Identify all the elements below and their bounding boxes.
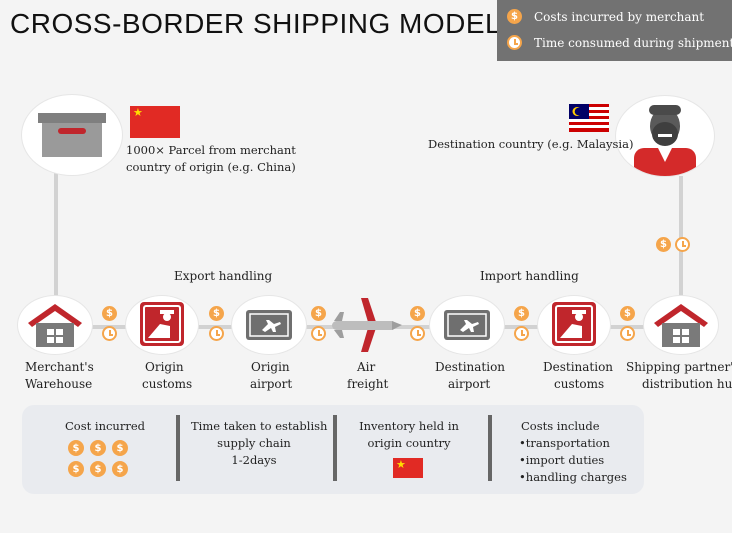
origin-airport-node [232,296,306,354]
node-label-line2: freight [347,377,389,391]
dollar-coin-icon: $ [620,306,635,321]
node-label-line2: customs [554,377,605,391]
summary-divider [333,415,337,481]
clock-icon [514,326,529,341]
node-label-line2: customs [142,377,193,391]
costs-include-item: •transportation [519,436,610,450]
airport-ticket-icon [246,310,292,340]
clock-icon [311,326,326,341]
origin-connector-line [54,160,58,300]
page-title: CROSS-BORDER SHIPPING MODEL [10,8,502,39]
dollar-coin-icon: $ [514,306,529,321]
node-label-line2: airport [448,377,491,391]
clock-icon [675,237,690,252]
node-label-line2: Warehouse [25,377,93,391]
person-circle [616,96,714,176]
legend-cost-label: Costs incurred by merchant [534,9,705,24]
cost-coins-grid: $ $ $ $ $ $ [68,440,134,477]
legend-cost-row: $ Costs incurred by merchant [507,9,704,24]
cost-incurred-label: Cost incurred [65,419,145,433]
costs-include-item: •handling charges [519,470,627,484]
china-flag-icon [393,458,423,478]
costs-include-label: Costs include [521,419,600,433]
destination-airport-node [430,296,504,354]
dollar-coin-icon: $ [102,306,117,321]
node-label-line2: distribution hub [642,377,732,391]
inventory-line2: origin country [367,436,451,450]
time-taken-line3: 1-2days [231,453,277,467]
dollar-coin-icon: $ [90,461,106,477]
node-label-line1: Shipping partner's [626,360,732,374]
origin-text-line1: 1000× Parcel from merchant [126,143,296,157]
inventory-line1: Inventory held in [359,419,459,433]
origin-text-line2: country of origin (e.g. China) [126,160,296,174]
dollar-coin-icon: $ [507,9,522,24]
legend: $ Costs incurred by merchant Time consum… [497,0,732,61]
warehouse-icon [654,304,708,347]
dollar-coin-icon: $ [68,461,84,477]
destination-customs-node [538,296,610,354]
legend-time-label: Time consumed during shipment [534,35,732,50]
dollar-coin-icon: $ [112,440,128,456]
summary-divider [488,415,492,481]
dollar-coin-icon: $ [112,461,128,477]
clock-icon [620,326,635,341]
airport-ticket-icon [444,310,490,340]
customs-icon [140,302,184,346]
china-flag-icon [130,106,180,138]
dollar-coin-icon: $ [311,306,326,321]
destination-cost-time: $ [656,237,690,252]
node-label-line1: Destination [543,360,614,374]
warehouse-icon [28,304,82,347]
time-taken-line2: supply chain [217,436,291,450]
summary-divider [176,415,180,481]
person-avatar-icon [634,105,696,176]
malaysia-flag-icon [569,104,609,132]
clock-icon [102,326,117,341]
distribution-hub-node [644,296,718,354]
parcel-box-icon [38,113,106,157]
node-label-line1: Origin [145,360,184,374]
merchant-warehouse-node [18,296,92,354]
dollar-coin-icon: $ [656,237,671,252]
time-taken-line1: Time taken to establish [191,419,328,433]
clock-icon [410,326,425,341]
dollar-coin-icon: $ [209,306,224,321]
dollar-coin-icon: $ [90,440,106,456]
node-label-line1: Merchant's [25,360,94,374]
customs-icon [552,302,596,346]
node-label-line1: Destination [435,360,506,374]
parcel-circle [22,95,122,175]
clock-icon [507,35,522,50]
node-label-line1: Origin [251,360,290,374]
origin-customs-node [126,296,198,354]
destination-label: Destination country (e.g. Malaysia) [428,137,634,151]
airplane-icon [332,298,402,352]
dollar-coin-icon: $ [410,306,425,321]
dollar-coin-icon: $ [68,440,84,456]
export-handling-label: Export handling [174,269,273,283]
legend-time-row: Time consumed during shipment [507,35,732,50]
import-handling-label: Import handling [480,269,579,283]
node-label-line2: airport [250,377,293,391]
clock-icon [209,326,224,341]
node-label-line1: Air [357,360,376,374]
costs-include-item: •import duties [519,453,605,467]
